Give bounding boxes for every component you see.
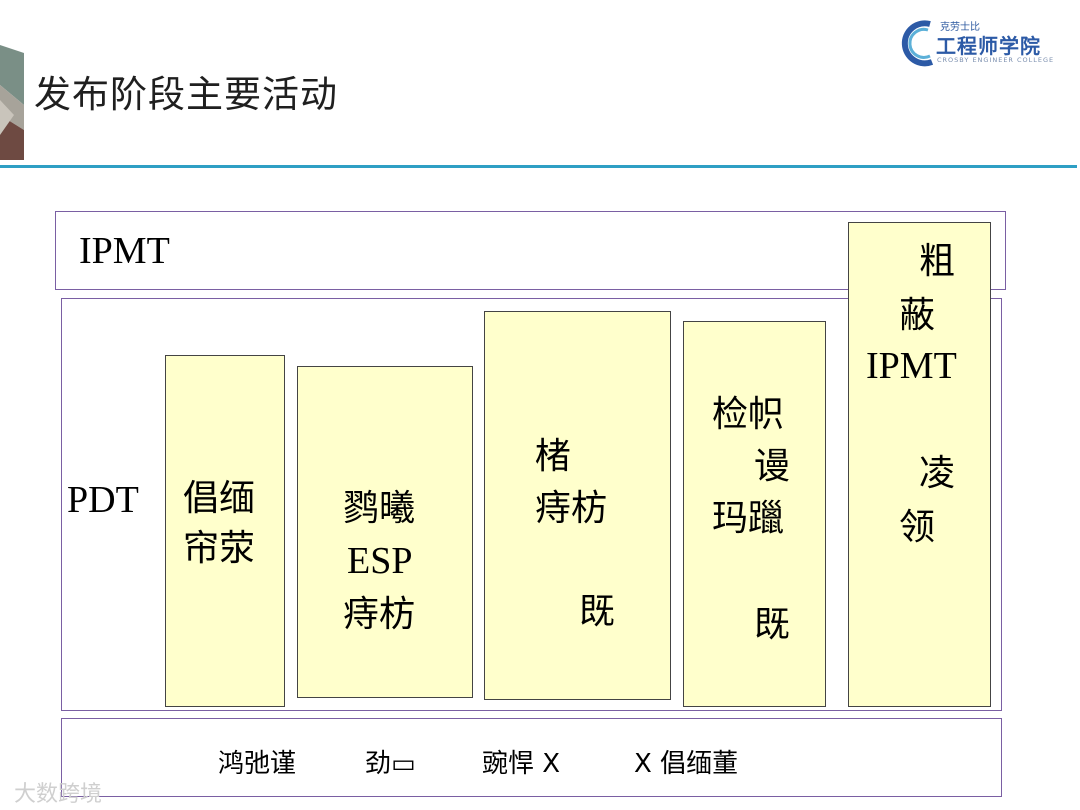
stage-2-line-3: 痔枋 bbox=[343, 590, 415, 640]
stage-5-line-5: 领 bbox=[899, 503, 935, 553]
header-divider bbox=[0, 165, 1077, 168]
stage-5-line-4: 凌 bbox=[919, 449, 955, 499]
page-title: 发布阶段主要活动 bbox=[34, 64, 338, 118]
stage-3-line-2: 痔枋 bbox=[535, 484, 607, 534]
pdt-label: PDT bbox=[67, 478, 139, 522]
stage-4-line-2: 谩 bbox=[754, 442, 790, 492]
ipmt-label: IPMT bbox=[79, 229, 170, 273]
stage-1-line-2: 帘荥 bbox=[183, 524, 255, 574]
stage-5-line-1: 粗 bbox=[919, 237, 955, 287]
stage-4-line-3: 玛躐 bbox=[712, 494, 784, 544]
stage-5-line-2: 蔽 bbox=[899, 291, 935, 341]
bottom-item-4: X 倡缅董 bbox=[634, 743, 738, 780]
stage-box-5: 粗 蔽 IPMT 凌 领 bbox=[848, 222, 991, 707]
bottom-item-1: 鸿弛谨 bbox=[218, 743, 296, 780]
stage-box-2: 鹨曦 ESP 痔枋 bbox=[297, 366, 473, 698]
stage-3-line-1: 楮 bbox=[535, 432, 571, 482]
bottom-item-2: 劲▭ bbox=[365, 743, 416, 780]
stage-2-line-1: 鹨曦 bbox=[343, 484, 415, 534]
watermark: 大数跨境 bbox=[14, 776, 102, 808]
corner-decoration bbox=[0, 45, 24, 160]
stage-4-line-1: 检帜 bbox=[712, 390, 784, 440]
logo-sub-text: CROSBY ENGINEER COLLEGE bbox=[937, 56, 1054, 64]
stage-3-line-3: 既 bbox=[579, 587, 615, 637]
bottom-item-3: 豌悍 X bbox=[482, 743, 560, 780]
stage-box-4: 检帜 谩 玛躐 既 bbox=[683, 321, 826, 707]
stage-4-line-4: 既 bbox=[754, 600, 790, 650]
stage-5-line-3: IPMT bbox=[866, 341, 957, 391]
stage-1-line-1: 倡缅 bbox=[183, 474, 255, 524]
stage-box-1: 倡缅 帘荥 bbox=[165, 355, 285, 707]
stage-box-3: 楮 痔枋 既 bbox=[484, 311, 671, 700]
logo-main-text: 工程师学院 bbox=[936, 30, 1041, 59]
stage-2-line-2: ESP bbox=[347, 536, 412, 586]
